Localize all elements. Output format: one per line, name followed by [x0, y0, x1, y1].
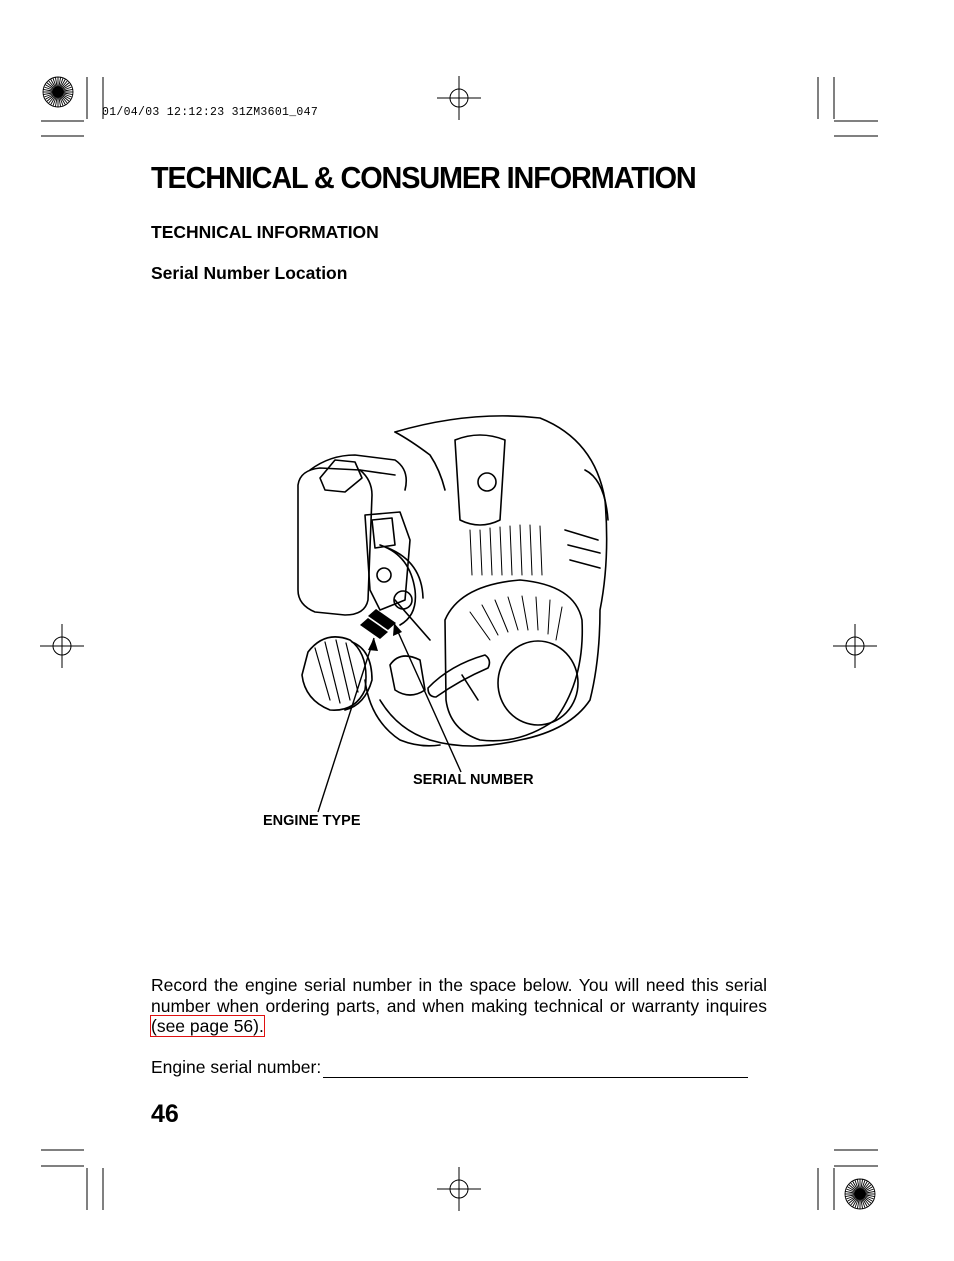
registration-cross-bottom [437, 1167, 481, 1211]
page-number: 46 [151, 1100, 179, 1128]
serial-number-blank-line [323, 1057, 749, 1078]
serial-number-entry: Engine serial number: [151, 1057, 749, 1078]
starburst-target-top-left [42, 76, 74, 108]
engine-type-callout: ENGINE TYPE [263, 813, 361, 829]
instruction-paragraph: Record the engine serial number in the s… [150, 975, 767, 1037]
starburst-target-bottom-right [844, 1178, 876, 1210]
registration-cross-right [833, 624, 877, 668]
registration-cross-top [437, 76, 481, 120]
engine-type-leader [317, 637, 375, 813]
serial-number-callout: SERIAL NUMBER [413, 772, 534, 788]
section-title: TECHNICAL INFORMATION [151, 222, 379, 242]
print-timestamp: 01/04/03 12:12:23 31ZM3601_047 [102, 106, 319, 119]
serial-number-leader [393, 622, 462, 773]
serial-plate-marks [360, 609, 396, 639]
serial-number-label: Engine serial number: [151, 1057, 322, 1077]
subsection-title: Serial Number Location [151, 263, 348, 283]
registration-cross-left [40, 624, 84, 668]
page-reference-link[interactable]: (see page 56). [150, 1015, 265, 1037]
instruction-text: Record the engine serial number in the s… [151, 975, 767, 1016]
page-title: TECHNICAL & CONSUMER INFORMATION [151, 160, 697, 195]
